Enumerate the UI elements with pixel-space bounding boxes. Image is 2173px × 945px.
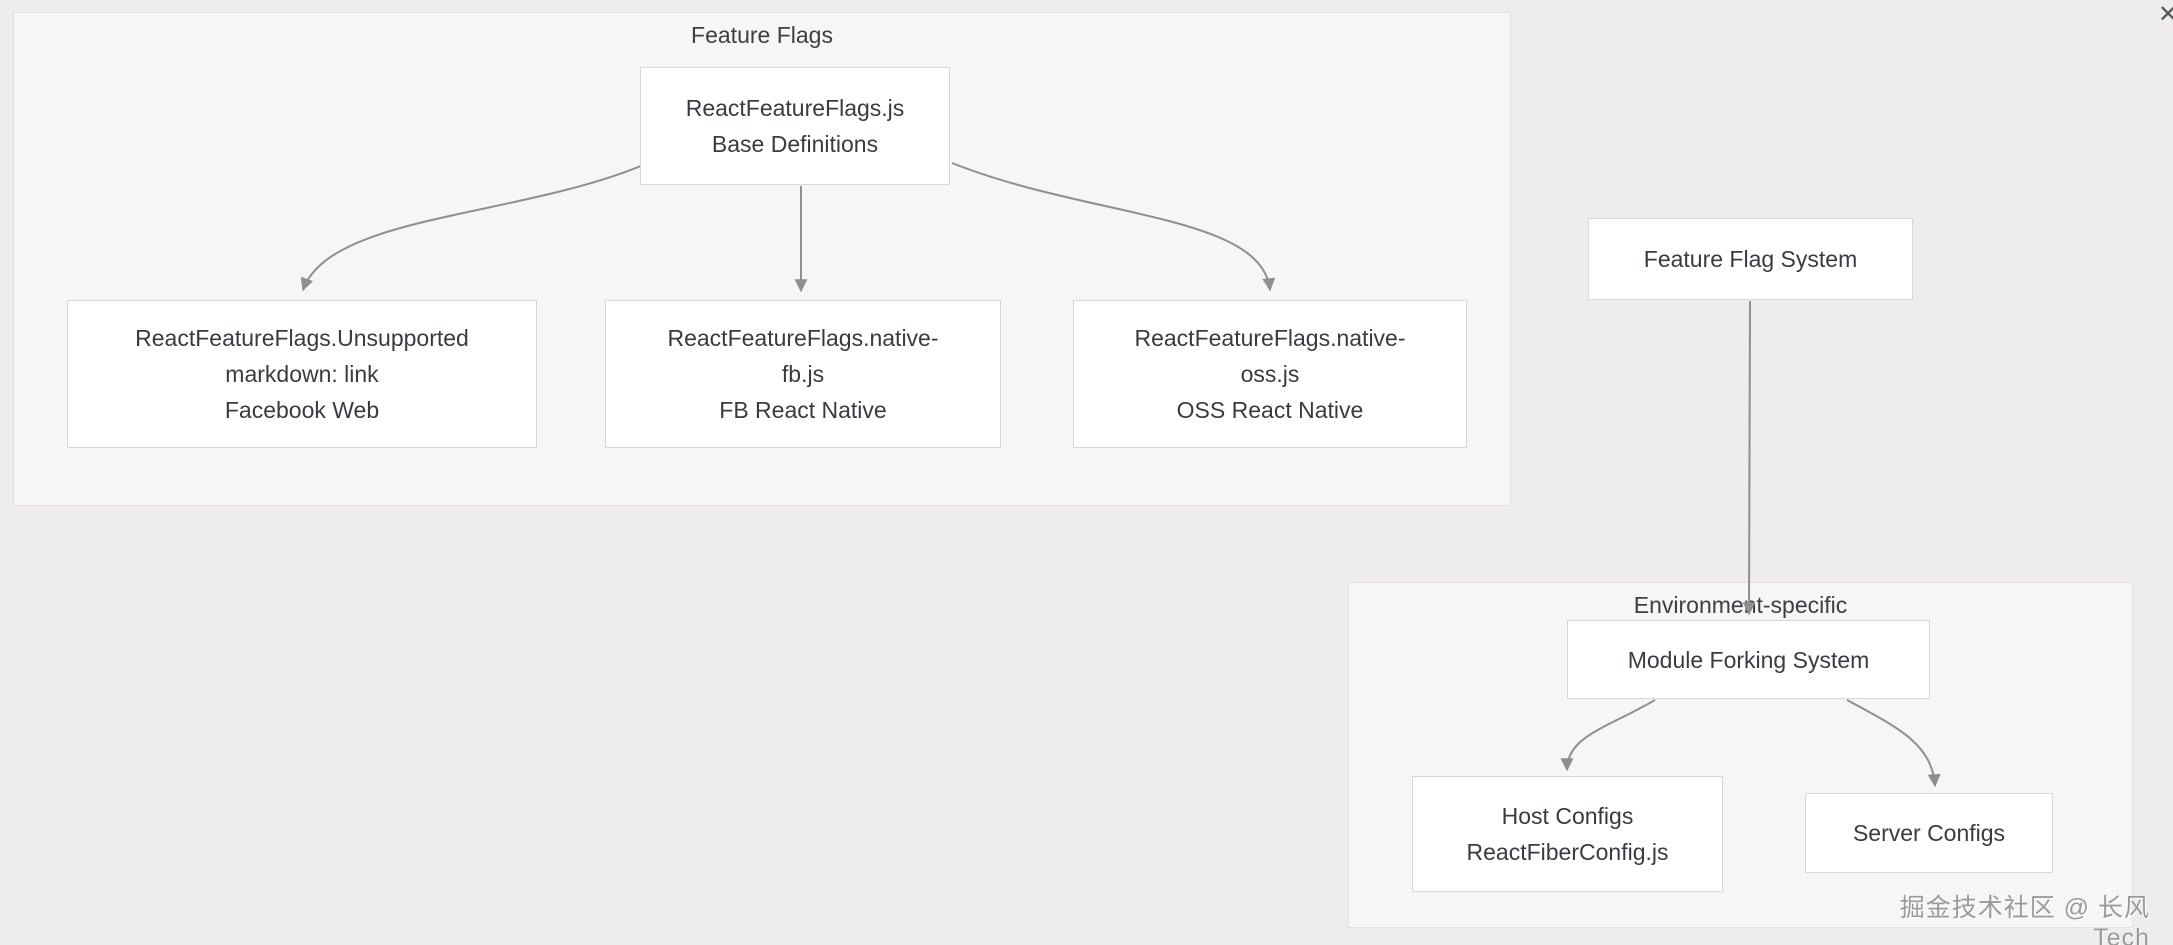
node-label: ReactFeatureFlags.Unsupported markdown: … [135, 325, 469, 423]
group-environment-specific-title: Environment-specific [1633, 592, 1848, 618]
node-feature-flag-system: Feature Flag System [1588, 218, 1913, 300]
node-label: Module Forking System [1627, 646, 1870, 673]
node-label: Host Configs ReactFiberConfig.js [1466, 803, 1669, 865]
node-fb-react-native: ReactFeatureFlags.native- fb.js FB React… [605, 300, 1001, 448]
edge-ffs-to-module-forking [1742, 300, 1756, 616]
node-host-configs: Host Configs ReactFiberConfig.js [1412, 776, 1723, 892]
close-icon[interactable]: ✕ [2158, 1, 2173, 28]
node-react-feature-flags-base: ReactFeatureFlags.js Base Definitions [640, 67, 950, 185]
node-label: Server Configs [1852, 820, 2006, 846]
group-feature-flags-title: Feature Flags [691, 22, 833, 48]
node-oss-react-native: ReactFeatureFlags.native- oss.js OSS Rea… [1073, 300, 1467, 448]
node-label: ReactFeatureFlags.native- fb.js FB React… [667, 325, 939, 423]
node-label: Feature Flag System [1643, 246, 1858, 272]
node-facebook-web: ReactFeatureFlags.Unsupported markdown: … [67, 300, 537, 448]
node-server-configs: Server Configs [1805, 793, 2053, 873]
node-module-forking-system: Module Forking System [1567, 620, 1930, 699]
node-label: ReactFeatureFlags.js Base Definitions [685, 95, 905, 157]
watermark: 掘金技术社区 @ 长风Tech [1899, 894, 2150, 945]
node-label: ReactFeatureFlags.native- oss.js OSS Rea… [1134, 325, 1406, 423]
